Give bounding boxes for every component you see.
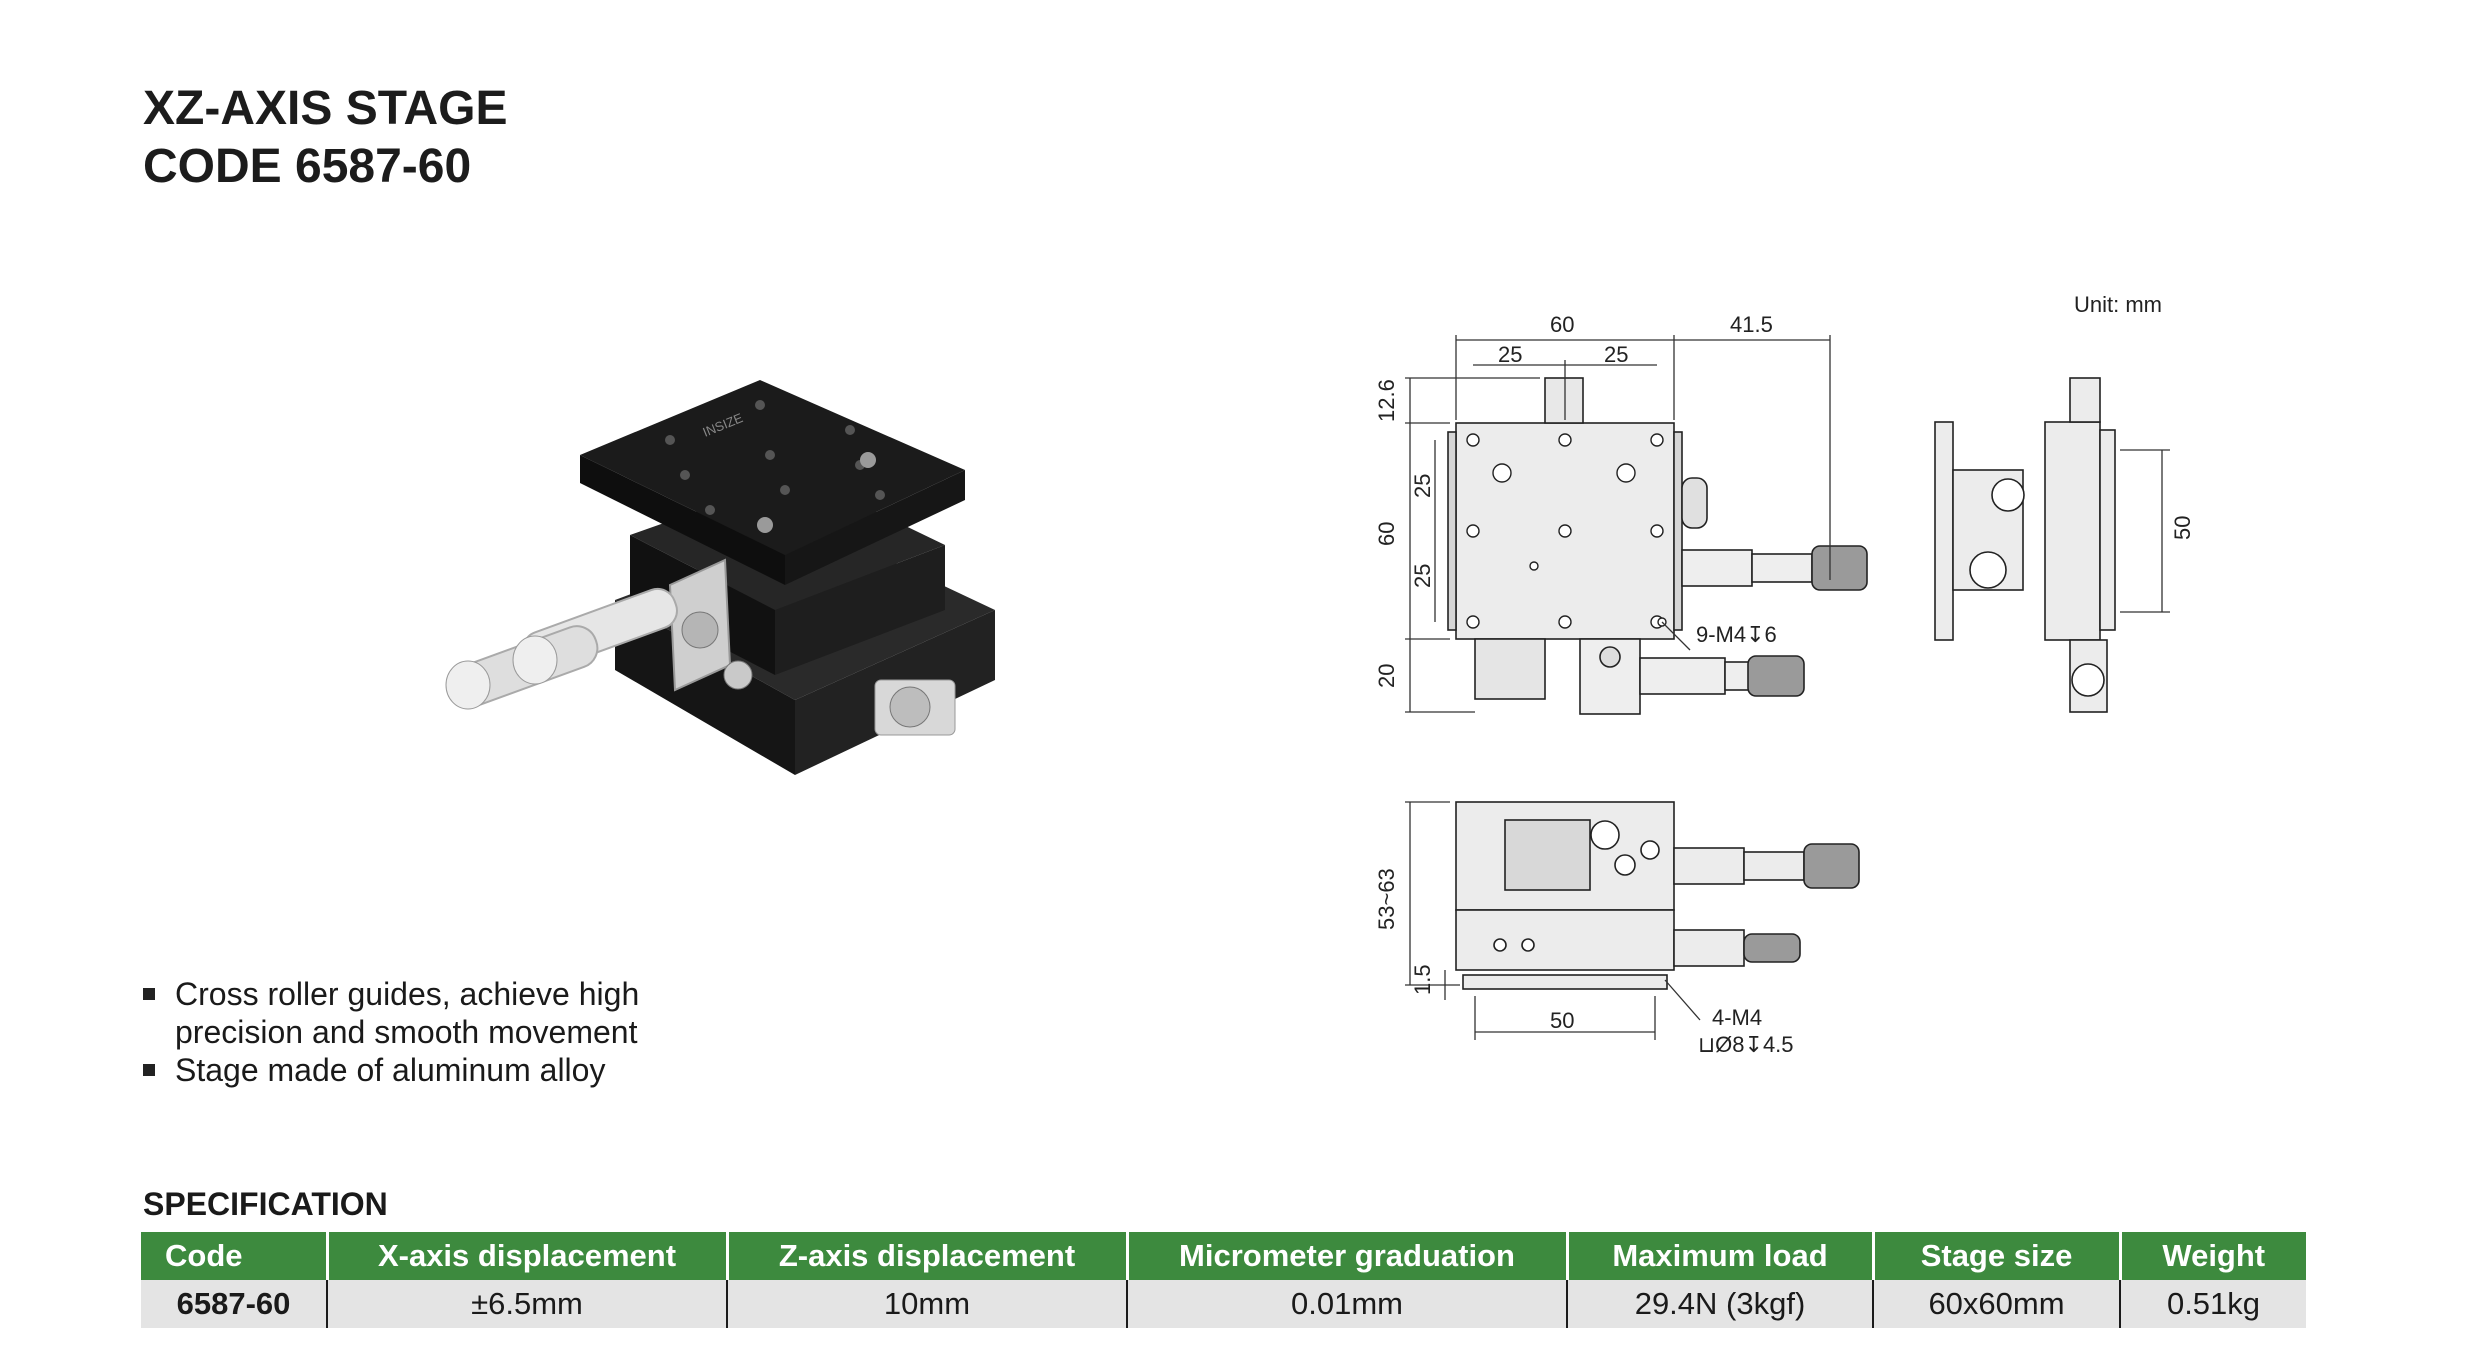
feature-item: Stage made of aluminum alloy bbox=[143, 1051, 735, 1089]
dim-bottom-20: 20 bbox=[1374, 664, 1399, 688]
dim-height-53-63: 53~63 bbox=[1374, 868, 1399, 930]
specification-table: Code X-axis displacement Z-axis displace… bbox=[141, 1232, 2306, 1328]
cell-weight: 0.51kg bbox=[2120, 1280, 2306, 1328]
table-row: 6587-60 ±6.5mm 10mm 0.01mm 29.4N (3kgf) … bbox=[141, 1280, 2306, 1328]
feature-text: Stage made of aluminum alloy bbox=[175, 1052, 606, 1088]
dim-right-50: 50 bbox=[2170, 516, 2195, 540]
dim-side-60: 60 bbox=[1374, 522, 1399, 546]
cell-max-load: 29.4N (3kgf) bbox=[1567, 1280, 1874, 1328]
mount-note-thread: 4-M4 bbox=[1712, 1005, 1762, 1030]
unit-label: Unit: mm bbox=[2074, 292, 2162, 317]
title-line-product: XZ-AXIS STAGE bbox=[143, 82, 508, 135]
column-header-stage-size: Stage size bbox=[1873, 1232, 2122, 1280]
feature-item: Cross roller guides, achieve high precis… bbox=[143, 975, 735, 1051]
bullet-square-icon bbox=[143, 988, 155, 1000]
cell-code: 6587-60 bbox=[141, 1280, 328, 1328]
dim-side-25-top: 25 bbox=[1410, 474, 1435, 498]
cell-x-displacement: ±6.5mm bbox=[327, 1280, 728, 1328]
dim-holes-note: 9-M4↧6 bbox=[1696, 622, 1777, 647]
column-header-graduation: Micrometer graduation bbox=[1127, 1232, 1569, 1280]
dim-half-25-left: 25 bbox=[1498, 342, 1522, 367]
title-line-code: CODE 6587-60 bbox=[143, 140, 472, 193]
product-photo: INSIZE bbox=[445, 380, 995, 775]
column-header-weight: Weight bbox=[2120, 1232, 2306, 1280]
dim-bottom-50: 50 bbox=[1550, 1008, 1574, 1033]
bullet-square-icon bbox=[143, 1064, 155, 1076]
dim-top-12-6: 12.6 bbox=[1374, 379, 1399, 422]
column-header-max-load: Maximum load bbox=[1567, 1232, 1875, 1280]
cell-graduation: 0.01mm bbox=[1127, 1280, 1568, 1328]
dim-gap-1-5: 1.5 bbox=[1410, 964, 1435, 995]
cell-z-displacement: 10mm bbox=[727, 1280, 1128, 1328]
dim-side-25-bottom: 25 bbox=[1410, 564, 1435, 588]
feature-list: Cross roller guides, achieve high precis… bbox=[143, 975, 735, 1089]
dim-width-60: 60 bbox=[1550, 312, 1574, 337]
dim-overhang-41-5: 41.5 bbox=[1730, 312, 1773, 337]
technical-drawing: 60 25 25 41.5 12.6 25 60 25 20 9-M4↧6 Un… bbox=[1374, 292, 2195, 1057]
cell-stage-size: 60x60mm bbox=[1873, 1280, 2121, 1328]
column-header-code: Code bbox=[141, 1232, 329, 1280]
mount-note-counterbore: ⊔Ø8↧4.5 bbox=[1698, 1032, 1794, 1057]
product-title: XZ-AXIS STAGE CODE 6587-60 bbox=[143, 80, 507, 196]
column-header-z-displacement: Z-axis displacement bbox=[727, 1232, 1129, 1280]
table-header-row: Code X-axis displacement Z-axis displace… bbox=[141, 1232, 2306, 1280]
specification-heading: SPECIFICATION bbox=[143, 1186, 388, 1222]
column-header-x-displacement: X-axis displacement bbox=[327, 1232, 729, 1280]
dim-half-25-right: 25 bbox=[1604, 342, 1628, 367]
feature-text: Cross roller guides, achieve high precis… bbox=[175, 976, 640, 1050]
